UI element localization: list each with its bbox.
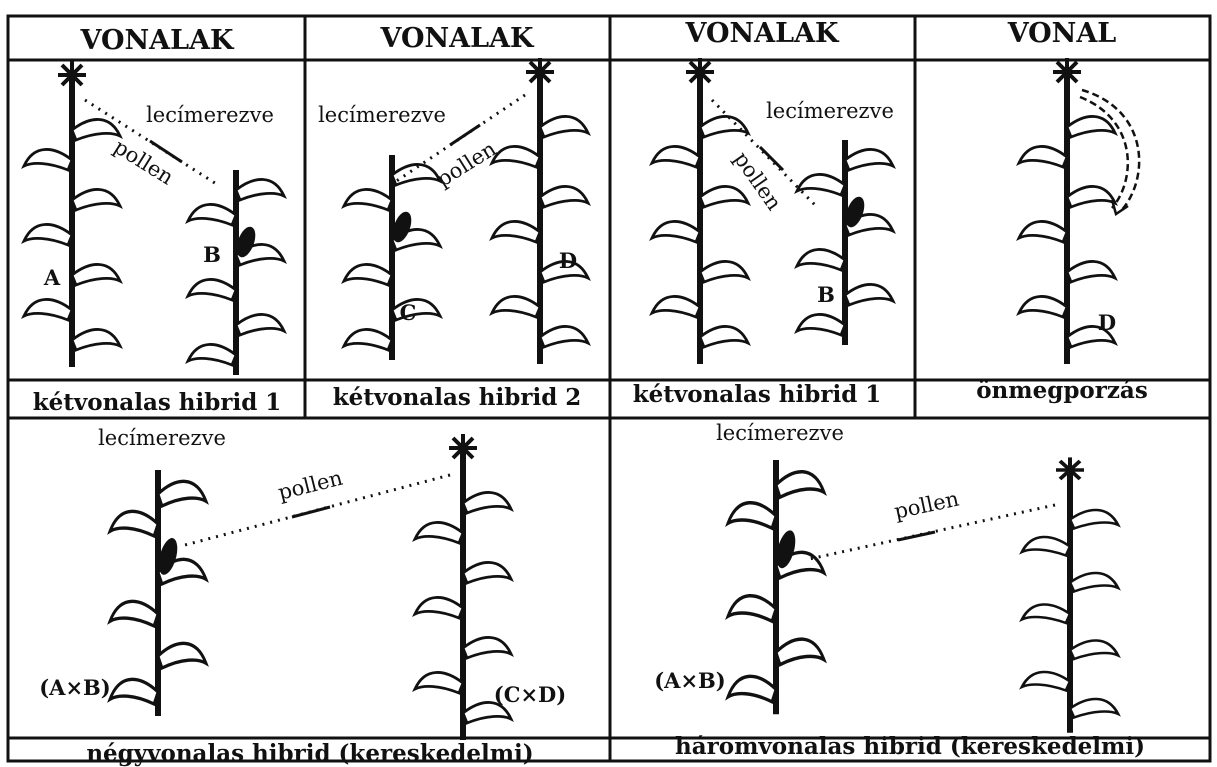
plant-b (797, 140, 893, 345)
panel-3-content: lecímerezve pollen B (652, 58, 894, 364)
panel-1-caption: kétvonalas hibrid 1 (33, 389, 282, 416)
plant-a-label: A (43, 265, 61, 290)
plant-d-label: D (1098, 310, 1116, 335)
bottom-right-caption: háromvonalas hibrid (kereskedelmi) (675, 733, 1145, 760)
pollen-label: pollen (729, 147, 786, 214)
plant-a-x-b (110, 470, 206, 716)
plant-a (24, 61, 120, 367)
panel-3-heading: VONALAK (684, 18, 840, 49)
plant-a-x-b-label: (A×B) (39, 675, 111, 700)
plant-a-x-b-label: (A×B) (654, 668, 726, 693)
pollen-label: pollen (892, 487, 961, 524)
four-way-hybrid-content: lecímerezve pollen (A×B) (C×D) (39, 426, 566, 740)
plant-d-label: D (559, 248, 577, 273)
panel-1-heading: VONALAK (79, 25, 235, 56)
plant-b-label: B (203, 242, 221, 267)
plant-b-label: B (817, 282, 835, 307)
detasseled-label: lecímerezve (766, 99, 894, 123)
pollen-arrow (898, 532, 935, 540)
bottom-left-caption: négyvonalas hibrid (kereskedelmi) (86, 740, 533, 767)
plant-d (492, 58, 588, 364)
detasseled-label: lecímerezve (98, 426, 226, 450)
three-way-hybrid-content: lecímerezve pollen (A×B) (654, 421, 1118, 733)
plant-pollen-donor (1022, 457, 1118, 732)
plant-left (652, 58, 748, 364)
detasseled-label: lecímerezve (716, 421, 844, 445)
panel-2-heading: VONALAK (379, 23, 535, 54)
pollen-label: pollen (110, 135, 178, 190)
panel-4-content: D (1019, 58, 1139, 364)
panel-1-content: lecímerezve pollen A B (24, 61, 284, 375)
plant-b (188, 170, 284, 375)
panel-2-caption: kétvonalas hibrid 2 (333, 384, 582, 411)
pollen-arrow (450, 125, 480, 145)
panel-3-caption: kétvonalas hibrid 1 (633, 381, 882, 408)
panel-4-caption: önmegporzás (976, 377, 1148, 404)
plant-c-label: C (400, 300, 417, 325)
detasseled-label: lecímerezve (146, 103, 274, 127)
panel-4-heading: VONAL (1007, 18, 1117, 49)
plant-a-x-b (728, 460, 824, 714)
panel-2-content: lecímerezve pollen C D (318, 58, 588, 364)
plant-c-x-d-label: (C×D) (494, 682, 566, 707)
pollen-label: pollen (276, 466, 345, 505)
plant-c (344, 155, 440, 360)
detasseled-label: lecímerezve (318, 103, 446, 127)
pollen-arrow (292, 507, 330, 517)
